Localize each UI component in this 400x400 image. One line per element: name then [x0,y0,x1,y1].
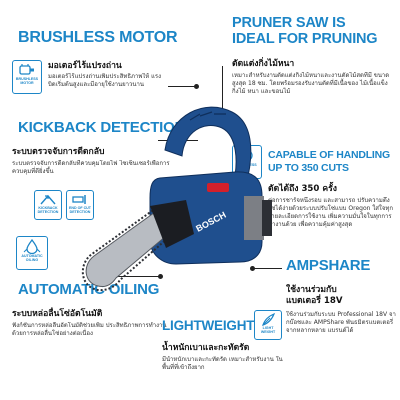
brushless-heading: BRUSHLESS MOTOR [18,29,178,46]
capable-heading-line1: CAPABLE OF HANDLING [268,149,391,161]
oiling-icon-box: AUTOMATIC OILING [16,236,48,270]
oiling-heading: AUTOMATIC OILING [18,281,160,298]
ampshare-subhead-line1: ใช้งานร่วมกับ [286,285,337,295]
toolless-icon [241,149,253,162]
ampshare-heading: AMPSHARE [286,257,371,274]
oil-drop-icon [23,239,41,254]
end-of-cut-icon [72,195,86,204]
oiling-connector [100,276,160,277]
brushless-body: มอเตอร์ไร้แปรงถ่านเพิ่มประสิทธิภาพให้ แร… [48,73,162,89]
lightweight-icon-box: LIGHT WEIGHT [254,310,282,340]
oiling-connector-dot [158,274,163,279]
motor-icon [19,64,34,75]
capable-heading-line2: UP TO 350 CUTS [268,162,349,174]
lightweight-heading: LIGHTWEIGHT [162,318,255,333]
kickback-icon [40,194,56,205]
brushless-connector-dot [194,84,199,89]
end-of-cut-icon-box: END OF CUT DETECTION [66,190,94,220]
toolless-icon-box: TOOLLESS [232,145,262,179]
kickback-icon-label: KICKBACK DETECTION [37,206,59,214]
product-brand: BOSCH [194,210,227,234]
kickback-connector [158,140,198,141]
tool-red-switch [207,183,229,192]
end-of-cut-icon-label: END OF CUT DETECTION [69,206,91,214]
kickback-icon-box: KICKBACK DETECTION [34,190,62,220]
ampshare-connector [252,268,282,269]
oiling-body: ฟังก์ชันการหล่อลื่นอัตโนมัติช่วยเพิ่ม ปร… [12,322,167,338]
ampshare-body: ใช้งานร่วมกับระบบ Professional 18V จากบ๊… [286,311,396,335]
pruner-connector [222,66,223,116]
feather-icon [262,313,276,326]
lightweight-icon-label: LIGHT WEIGHT [260,326,276,334]
capable-body: ต่อการชาร์จหนึ่งรอบ และสามารถ ปรับความตึ… [268,197,393,229]
brushless-icon-label: BRUSHLESS MOTOR [15,77,39,85]
lightweight-body: มีน้ำหนักเบาและกะทัดรัด เหมาะสำหรับงาน ใ… [162,356,283,372]
brushless-subhead: มอเตอร์ไร้แปรงถ่าน [48,61,122,71]
ampshare-subhead-line2: แบตเตอรี่ 18V [286,296,343,306]
capable-subhead: ตัดได้ถึง 350 ครั้ง [268,184,337,194]
kickback-subhead: ระบบตรวจจับการดีดกลับ [12,147,105,157]
pruner-heading-line1: PRUNER SAW IS [232,15,346,31]
oiling-subhead: ระบบหล่อลื่นโซ่อัตโนมัติ [12,309,103,319]
lightweight-subhead: น้ำหนักเบาและกะทัดรัด [162,343,250,353]
oiling-icon-label: AUTOMATIC OILING [21,254,43,262]
pruner-subhead: ตัดแต่งกิ่งไม้หนา [232,59,295,69]
pruner-body: เหมาะสำหรับงานตัดแต่งกิ่งไม้หนาและงานตัด… [232,72,390,96]
pruner-connector-dot [220,114,225,119]
brushless-icon-box: BRUSHLESS MOTOR [12,60,42,94]
brushless-connector [168,86,196,87]
kickback-body: ระบบตรวจจับการดีดกลับที่ควบคุมโดยไฟ ไซเซ… [12,160,170,176]
ampshare-connector-dot [250,266,255,271]
pruner-heading-line2: IDEAL FOR PRUNING [232,31,378,47]
kickback-heading: KICKBACK DETECTION [18,119,186,136]
tool-body [149,171,263,265]
toolless-icon-label: TOOLLESS [237,163,257,167]
